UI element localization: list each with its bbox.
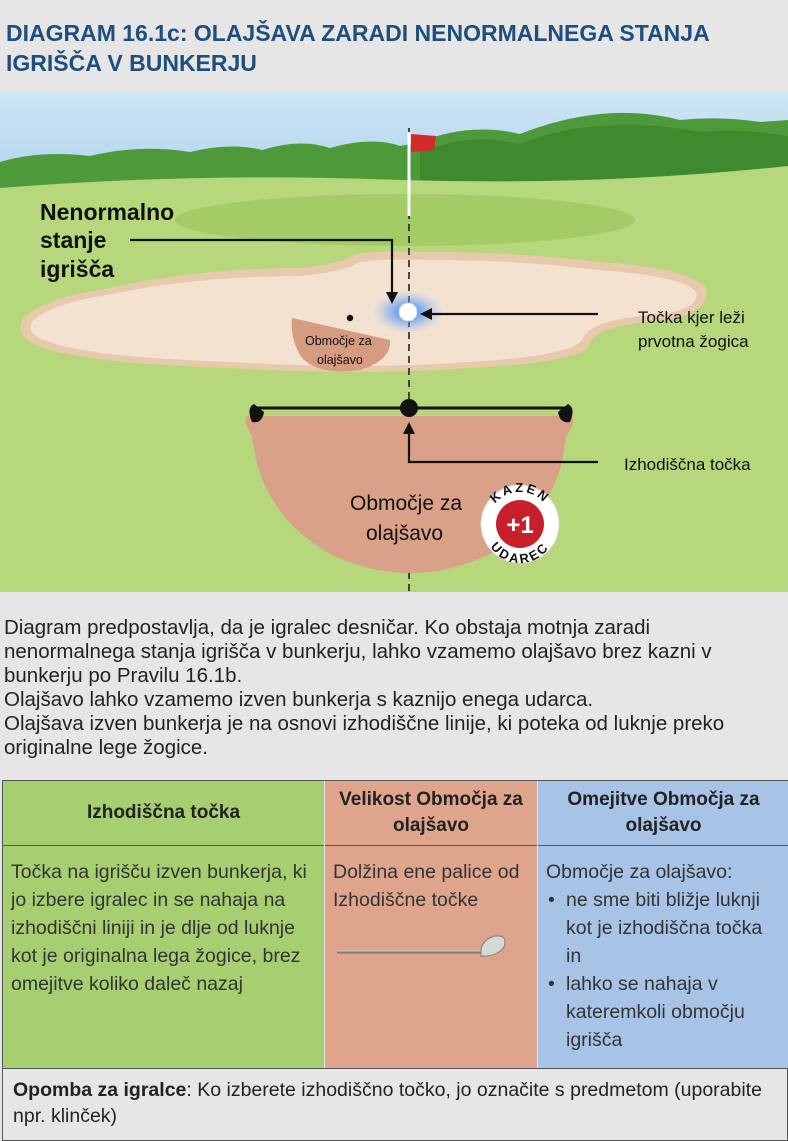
label-ball-spot-1: Točka kjer leži [638,308,745,327]
label-condition-2: stanje [40,227,106,253]
column-body-relief-limits: Območje za olajšavo: ne sme biti bližje … [538,846,788,1068]
golf-scene: Nenormalno stanje igrišča Točka kjer lež… [0,92,788,592]
relief-limits-intro: Območje za olajšavo: [546,861,733,883]
relief-limit-item: lahko se nahaja v kateremkoli območju ig… [546,970,781,1054]
player-note-text: : Ko izberete izhodiščno točko, jo označ… [13,1079,762,1127]
flag [411,134,436,152]
diagram-title: DIAGRAM 16.1c: OLAJŠAVA ZARADI NENORMALN… [0,0,788,92]
relief-limits-list: ne sme biti bližje luknji kot je izhodiš… [546,886,781,1054]
label-relief-area-2: olajšavo [366,522,443,545]
player-note-label: Opomba za igralce [13,1079,187,1101]
golf-club-icon [337,935,506,957]
player-note: Opomba za igralce: Ko izberete izhodiščn… [3,1068,787,1140]
description-paragraph-3: Olajšava izven bunkerja je na osnovi izh… [4,712,725,759]
label-small-area-2: olajšavo [317,353,363,367]
column-body-relief-size: Dolžina ene palice od Izhodiščne točke [325,846,537,1068]
rules-table: Izhodiščna točka Točka na igrišču izven … [2,780,788,1141]
label-condition-3: igrišča [40,256,114,282]
penalty-badge: +1 KAZEN UDAREC [480,480,560,566]
label-ball-spot-2: prvotna žogica [638,332,749,351]
title-line-1: DIAGRAM 16.1c: OLAJŠAVA ZARADI NENORMALN… [6,20,710,46]
column-header-relief-size: Velikost Območja za olajšavo [325,781,537,846]
golf-scene-illustration: Nenormalno stanje igrišča Točka kjer lež… [0,92,788,592]
column-body-reference-point: Točka na igrišču izven bunkerja, ki jo i… [3,846,324,1068]
reference-point-pointer [407,430,598,464]
description-paragraph-1: Diagram predpostavlja, da je igralec des… [4,616,712,687]
putting-green [175,194,635,246]
title-line-2: IGRIŠČA V BUNKERJU [6,50,257,76]
column-header-reference-point: Izhodiščna točka [3,781,324,846]
label-relief-area-1: Območje za [350,492,462,515]
label-reference-point: Izhodiščna točka [624,455,751,474]
description-paragraph-2: Olajšavo lahko vzamemo izven bunkerja s … [4,688,594,711]
description: Diagram predpostavlja, da je igralec des… [4,616,784,760]
small-relief-area [291,318,391,372]
relief-size-text: Dolžina ene palice od Izhodiščne točke [333,861,520,911]
label-small-area-1: Območje za [305,334,372,348]
golf-ball [398,302,418,322]
label-condition-1: Nenormalno [40,199,174,225]
condition-pointer [130,238,394,294]
penalty-number: +1 [506,512,533,539]
relief-limit-item: ne sme biti bližje luknji kot je izhodiš… [546,886,781,970]
column-header-relief-limits: Omejitve Območja za olajšavo [538,781,788,846]
reference-point-dot [400,399,418,417]
